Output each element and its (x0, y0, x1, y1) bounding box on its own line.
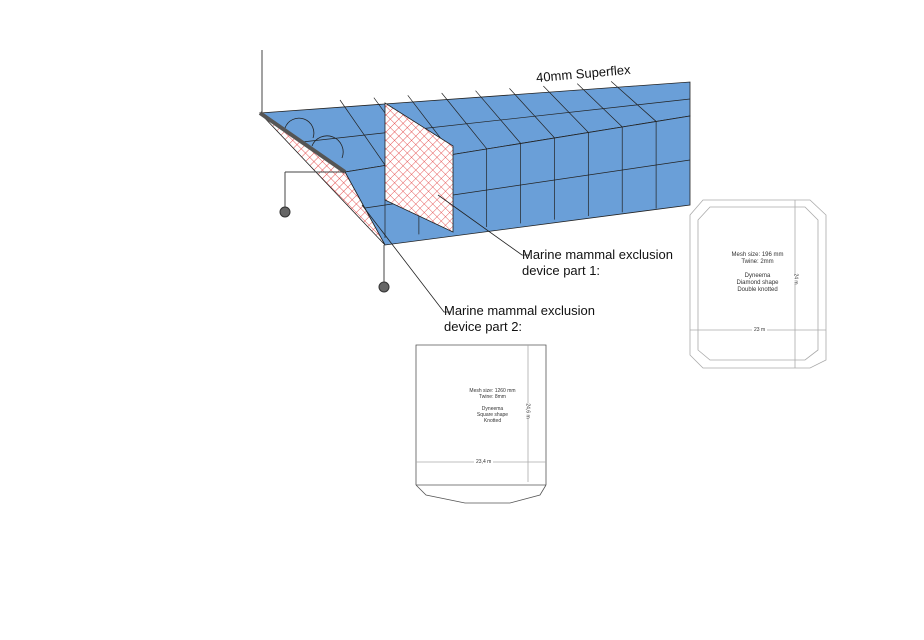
headline-rope (258, 111, 347, 174)
exclusion-device-part1 (384, 102, 454, 233)
panel2-drawing (415, 344, 547, 504)
panel2-height: 24,6 m (524, 403, 531, 419)
panel1-width: 23 m (752, 327, 768, 333)
callout-line-part2 (361, 204, 450, 313)
callout-part1-line2: device part 1: (522, 263, 601, 278)
callout-part1: Marine mammal exclusion device part 1: (522, 247, 673, 279)
floats (284, 117, 344, 159)
panel1-height: 24 m (792, 273, 799, 285)
weight-icon (279, 206, 291, 218)
weight-icon (378, 281, 390, 293)
callout-line-part1 (437, 194, 530, 256)
panel2-width: 23,4 m (474, 459, 494, 465)
callout-part2-line2: device part 2: (444, 319, 523, 334)
callout-part2-line1: Marine mammal exclusion (444, 303, 595, 318)
callout-part1-line1: Marine mammal exclusion (522, 247, 673, 262)
callout-part2: Marine mammal exclusion device part 2: (444, 303, 595, 335)
